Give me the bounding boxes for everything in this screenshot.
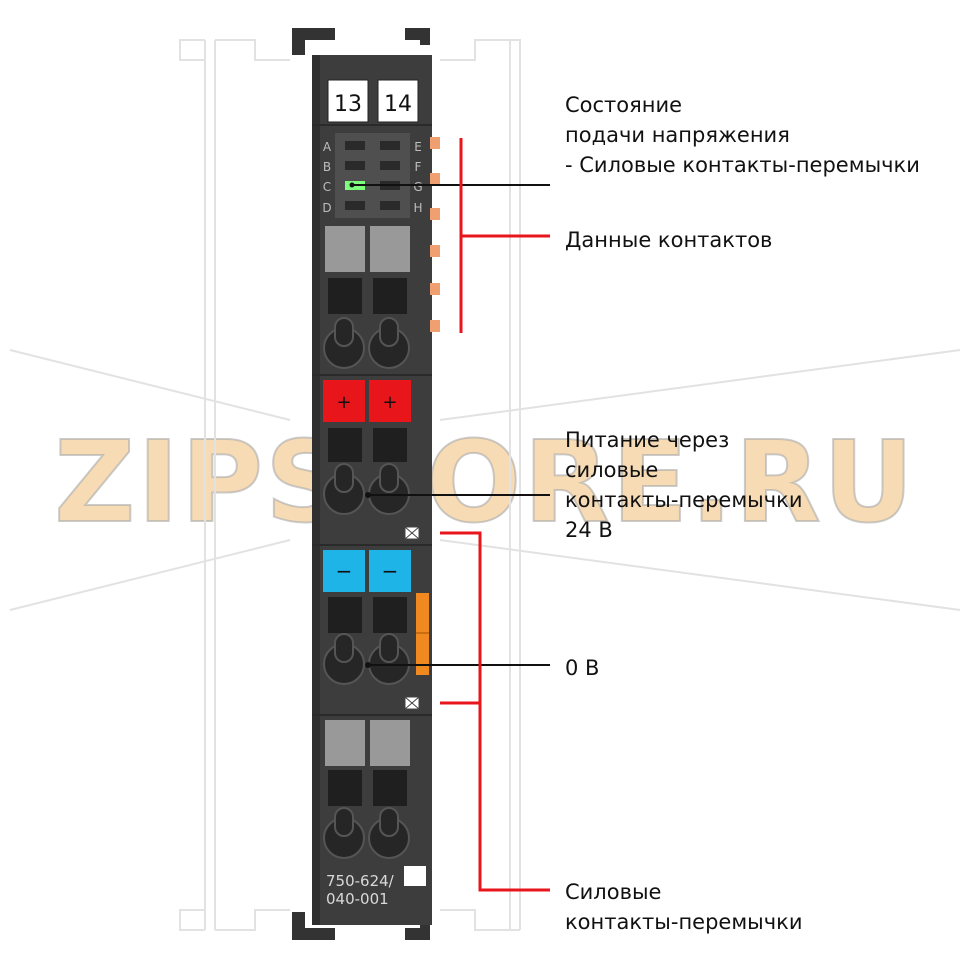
din-rail-outline [9, 39, 961, 931]
release-button-1b [370, 226, 410, 272]
callout-data-contacts-line1: Данные контактов [565, 228, 773, 252]
led-letter-c: C [323, 180, 331, 194]
power-jumper-marker-bottom [404, 696, 420, 710]
plus-block-b [369, 380, 411, 422]
callout-status-line3: - Силовые контакты-перемычки [565, 153, 920, 177]
callout-power-jumpers-line2: контакты-перемычки [565, 910, 803, 934]
led-letter-h: H [413, 201, 422, 215]
callout-supply-24v: Питание через силовые контакты-перемычки… [565, 425, 803, 545]
data-contacts [430, 137, 440, 332]
callout-data-contacts: Данные контактов [565, 225, 772, 255]
slot-number-14: 14 [384, 92, 412, 117]
led-letters-right: E F G H [413, 140, 422, 215]
callout-supply-24v-line3: контакты-перемычки [565, 488, 803, 512]
minus-symbol-b: − [382, 559, 399, 583]
slot-label-14 [377, 79, 419, 123]
callout-supply-24v-line2: силовые [565, 458, 659, 482]
led-letter-a: A [323, 140, 332, 154]
led-letter-d: D [322, 201, 331, 215]
wire-entry-2b [373, 428, 407, 462]
plus-symbol-a: + [336, 392, 351, 413]
release-button-1a [325, 226, 365, 272]
wire-entry-1b [373, 278, 407, 314]
plus-block-a [323, 380, 365, 422]
slot-label-13 [327, 79, 369, 123]
bottom-clip-right [405, 922, 430, 940]
watermark: ZIPSTORE.RU [53, 417, 916, 549]
leader-power-jumpers [440, 531, 550, 892]
callout-status: Состояние подачи напряжения - Силовые ко… [565, 90, 920, 180]
minus-block-b [369, 550, 411, 592]
callout-power-jumpers: Силовые контакты-перемычки [565, 877, 803, 937]
callout-supply-24v-line1: Питание через [565, 428, 730, 452]
led-letter-f: F [415, 160, 422, 174]
wire-entry-3b [373, 597, 407, 633]
model-number-line1: 750-624/ [326, 872, 395, 890]
release-button-4b [370, 720, 410, 766]
wire-entry-1a [328, 278, 362, 314]
led-letter-g: G [413, 180, 422, 194]
clamp-pair-4 [323, 807, 410, 859]
power-jumper-marker-top [404, 526, 420, 540]
module-body-shade [312, 55, 320, 925]
wire-entry-2a [328, 428, 362, 462]
clamp-pair-3 [323, 633, 410, 685]
minus-symbol-a: − [336, 559, 353, 583]
clamp-pair-1 [323, 317, 410, 369]
bottom-clip [292, 912, 335, 940]
plus-symbol-b: + [382, 392, 397, 413]
top-clip-right [405, 28, 430, 45]
callout-zero-v: 0 В [565, 653, 599, 683]
wire-entry-3a [328, 597, 362, 633]
release-button-4a [325, 720, 365, 766]
slot-number-13: 13 [334, 92, 362, 117]
led-letters-left: A B C D [322, 140, 332, 215]
wire-entry-4a [328, 770, 362, 806]
model-number-line2: 040-001 [326, 890, 389, 908]
led-letter-e: E [414, 140, 422, 154]
top-clip [292, 28, 335, 55]
leader-lines [349, 138, 550, 892]
minus-block-a [323, 550, 365, 592]
wire-entry-4b [373, 770, 407, 806]
callout-status-line2: подачи напряжения [565, 123, 790, 147]
callout-power-jumpers-line1: Силовые [565, 880, 662, 904]
callout-zero-v-line1: 0 В [565, 656, 600, 680]
led-letter-b: B [323, 160, 331, 174]
callout-status-line1: Состояние [565, 93, 683, 117]
callout-supply-24v-line4: 24 В [565, 518, 613, 542]
